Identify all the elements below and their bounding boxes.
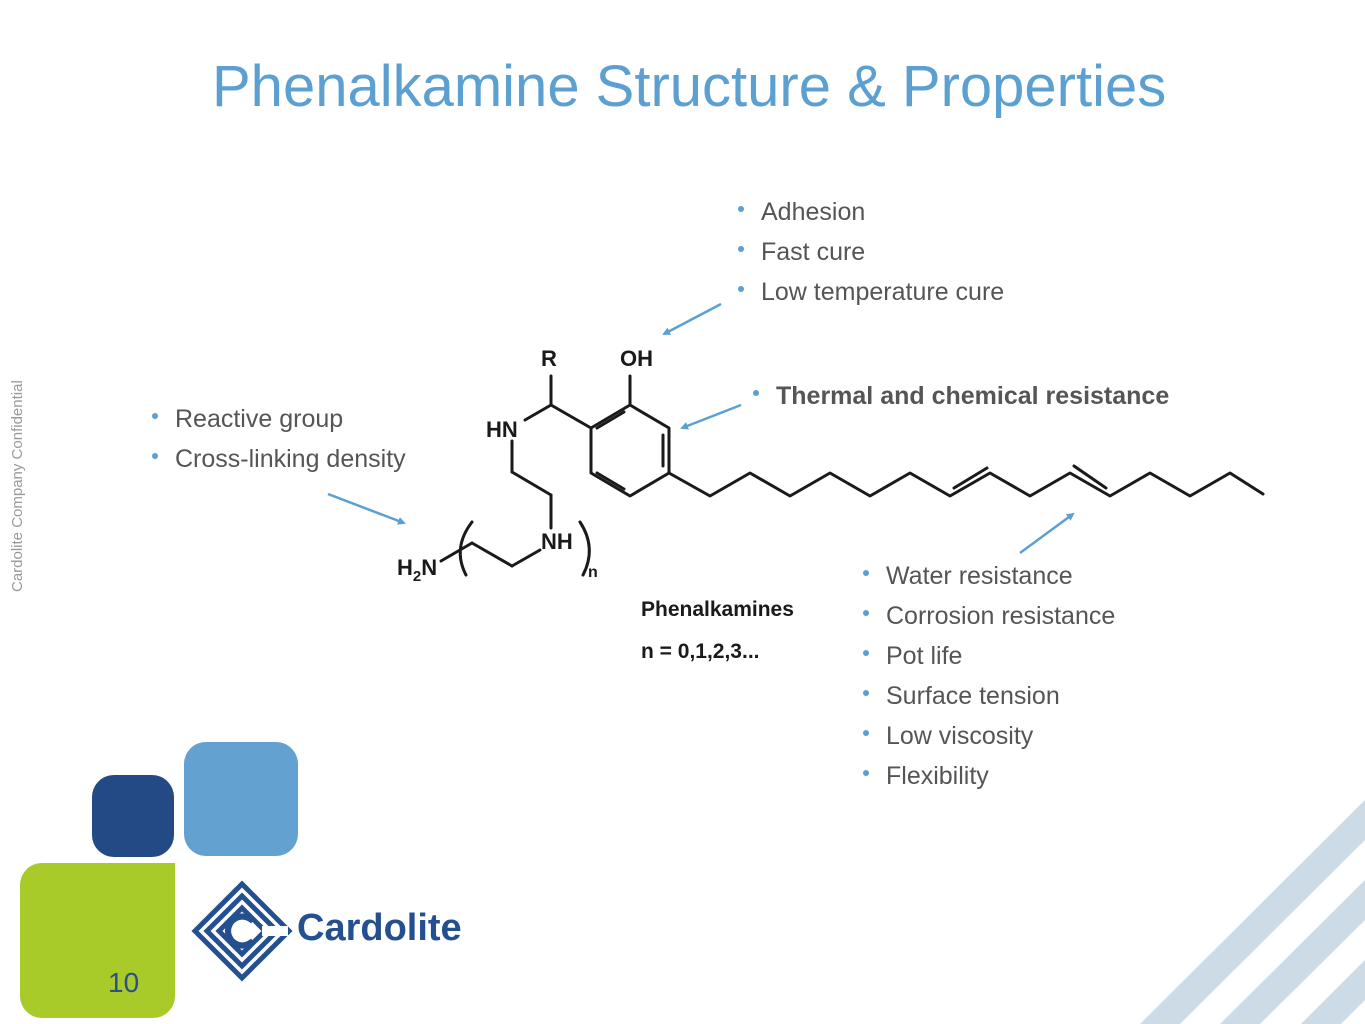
hn-label: HN xyxy=(486,417,518,442)
page-number: 10 xyxy=(108,967,140,998)
list-item: Low temperature cure xyxy=(736,272,1004,312)
list-item: Corrosion resistance xyxy=(861,596,1115,636)
list-item: Pot life xyxy=(861,636,1115,676)
nh-label: NH xyxy=(541,529,573,554)
h2n-n: N xyxy=(421,555,437,580)
arrow-left xyxy=(327,492,406,525)
list-item: Water resistance xyxy=(861,556,1115,596)
slide-title: Phenalkamine Structure & Properties xyxy=(212,54,1167,119)
h2n-h: H xyxy=(397,555,413,580)
deco-square-blue xyxy=(184,742,298,856)
h2n-subscript: 2 xyxy=(413,568,421,585)
arrow-bottom xyxy=(1019,512,1075,555)
list-item: Fast cure xyxy=(736,232,1004,272)
list-item: Low viscosity xyxy=(861,716,1115,756)
repeat-subscript: n xyxy=(588,564,598,581)
callout-bottom-list: Water resistance Corrosion resistance Po… xyxy=(861,556,1115,796)
arrow-middle xyxy=(680,403,742,430)
callout-left-list: Reactive group Cross-linking density xyxy=(150,399,406,479)
list-item: Surface tension xyxy=(861,676,1115,716)
logo-text: Cardolite xyxy=(297,907,462,949)
n-values: n = 0,1,2,3... xyxy=(641,640,759,663)
callout-middle-list: Thermal and chemical resistance xyxy=(751,376,1169,416)
list-item: Flexibility xyxy=(861,756,1115,796)
arrow-top xyxy=(662,302,722,336)
deco-square-navy xyxy=(92,775,174,857)
list-item: Reactive group xyxy=(150,399,406,439)
r-label: R xyxy=(541,346,557,371)
deco-square-lime xyxy=(20,863,175,1018)
list-item: Cross-linking density xyxy=(150,439,406,479)
list-item: Thermal and chemical resistance xyxy=(751,376,1169,416)
oh-label: OH xyxy=(620,346,653,371)
callout-top-list: Adhesion Fast cure Low temperature cure xyxy=(736,192,1004,312)
list-item: Adhesion xyxy=(736,192,1004,232)
structure-caption: Phenalkamines xyxy=(641,598,794,621)
svg-text:H2N: H2N xyxy=(397,555,437,585)
